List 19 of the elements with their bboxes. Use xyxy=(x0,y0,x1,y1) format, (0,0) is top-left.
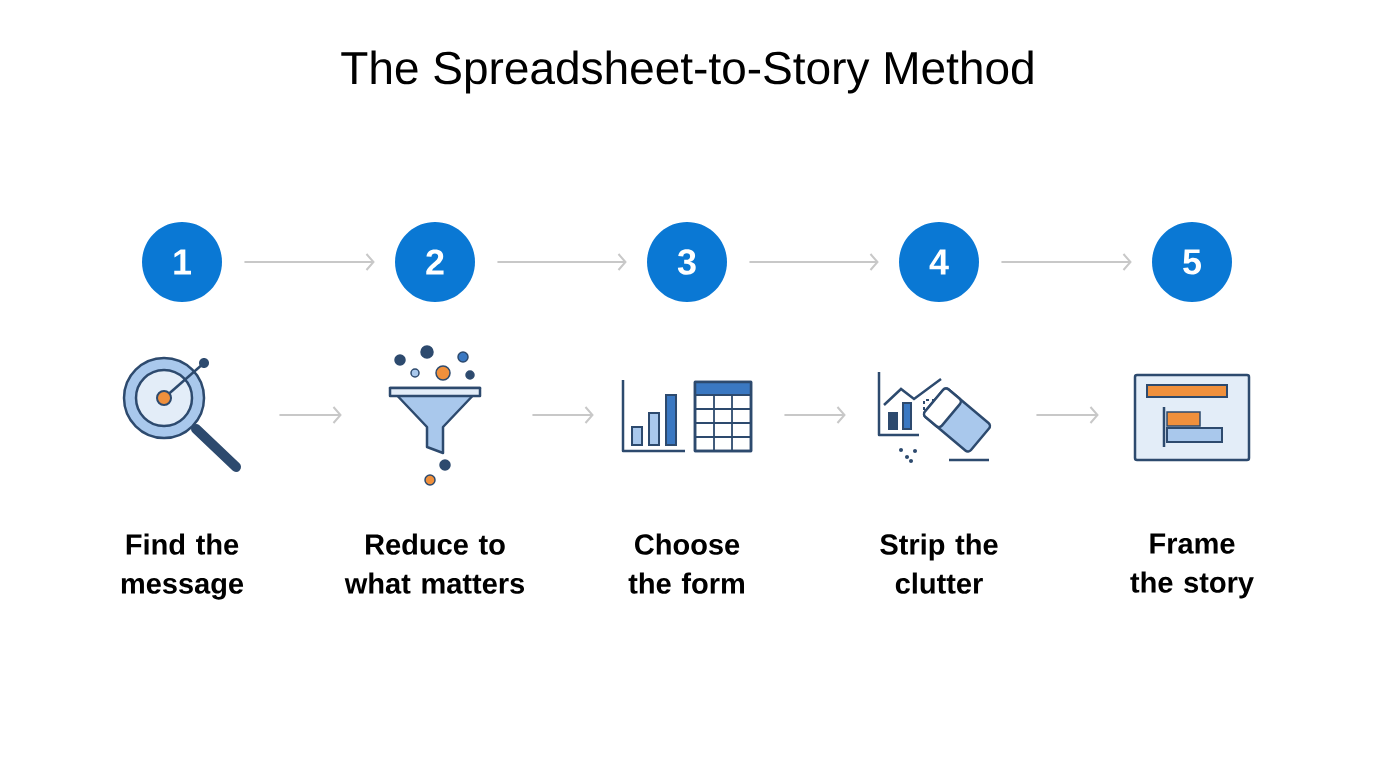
step-label: Find the message xyxy=(121,533,244,600)
title: The Spreadsheet-to-Story Method xyxy=(341,50,1033,94)
chart-table-drawing xyxy=(621,380,753,453)
arrow xyxy=(532,406,594,424)
arrow xyxy=(1001,253,1132,271)
arrow xyxy=(244,253,375,271)
step-label: Frame the story xyxy=(1130,533,1254,599)
chart-eraser-drawing xyxy=(877,372,992,463)
framed-chart-drawing xyxy=(1133,373,1251,462)
arrow xyxy=(279,406,342,424)
arrow xyxy=(749,253,879,271)
magnifier-drawing xyxy=(122,356,241,472)
funnel-drawing xyxy=(388,345,482,486)
step-label: Strip the clutter xyxy=(880,533,998,594)
arrow xyxy=(497,253,627,271)
arrow xyxy=(1036,406,1099,424)
step-label: Choose the form xyxy=(628,533,744,594)
step-label: Reduce to what matters xyxy=(344,533,525,594)
arrow xyxy=(784,406,846,424)
